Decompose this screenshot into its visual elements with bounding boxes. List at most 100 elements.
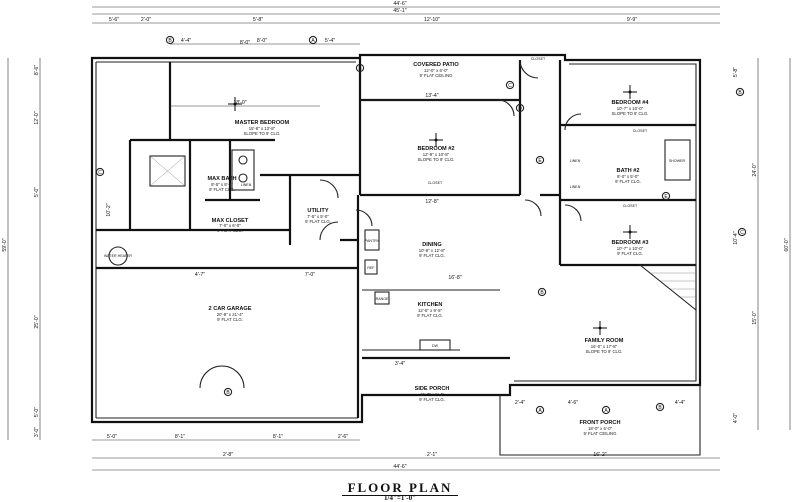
covered-patio-ceiling: 9' FLAT CEILING bbox=[420, 73, 454, 78]
utility-size: 7'-5" x 5'-0" bbox=[307, 214, 329, 219]
dining-name: DINING bbox=[422, 242, 442, 248]
kitchen-name: KITCHEN bbox=[418, 302, 443, 308]
grid-marker-top-3: B bbox=[355, 63, 365, 73]
family-room-ceiling: SLOPE TO 9' CLG. bbox=[586, 349, 623, 354]
svg-text:C: C bbox=[740, 230, 744, 236]
grid-marker-right-3: E bbox=[661, 191, 671, 201]
left-dim-4: 10'-2" bbox=[106, 203, 112, 216]
grid-marker-top-1: B bbox=[165, 35, 175, 45]
left-dim-7: 3'-0" bbox=[34, 427, 40, 437]
ceiling-fan-icon bbox=[623, 225, 637, 239]
grid-marker-left-1: C bbox=[95, 167, 105, 177]
bedroom-2-size: 12'-9" x 10'-8" bbox=[423, 152, 450, 157]
max-closet-ceiling: 9' FLAT CLG. bbox=[217, 228, 243, 233]
bottom-dim-2: 8'-1" bbox=[175, 434, 185, 440]
shower-label: SHOWER bbox=[669, 159, 686, 163]
svg-text:B: B bbox=[738, 90, 742, 96]
bedroom-4-size: 10'-7" x 10'-0" bbox=[617, 106, 644, 111]
ceiling-fan-icon bbox=[228, 97, 242, 111]
family-room-name: FAMILY ROOM bbox=[585, 338, 624, 344]
interior-dim-1: 18'-0" bbox=[233, 100, 246, 106]
left-dim-5: 25'-0" bbox=[34, 315, 40, 328]
grid-marker-bottom-4: B bbox=[537, 287, 547, 297]
left-dim-3: 5'-0" bbox=[34, 187, 40, 197]
left-dimension-lines: 59'-0" 8'-6" 12'-0" 5'-0" 10'-2" 25'-0" … bbox=[2, 58, 112, 440]
svg-text:B: B bbox=[540, 290, 544, 296]
interior-dim-3: 12'-8" bbox=[425, 199, 438, 205]
interior-walls bbox=[96, 58, 697, 418]
interior-dim-10: 3'-4" bbox=[395, 361, 405, 367]
pantry-label: PANTRY bbox=[365, 239, 380, 243]
master-bedroom-ceiling: SLOPE TO 9' CLG. bbox=[244, 131, 281, 136]
closet-label-bed4: CLOSET bbox=[633, 129, 648, 133]
exterior-walls bbox=[90, 53, 702, 456]
bottom-overall-dim: 44'-6" bbox=[393, 464, 406, 470]
bedroom-3-size: 10'-7" x 10'-0" bbox=[617, 246, 644, 251]
interior-dim-4: 4'-7" bbox=[195, 272, 205, 278]
door-swings bbox=[199, 59, 582, 389]
ceiling-fan-icon bbox=[623, 85, 637, 99]
left-dim-1: 8'-6" bbox=[34, 65, 40, 75]
interior-dim-6: 16'-8" bbox=[448, 275, 461, 281]
grid-markers: B A B C D E C B B C E A A B B bbox=[95, 35, 747, 415]
grid-marker-top-6: E bbox=[535, 155, 545, 165]
interior-dim-2: 13'-4" bbox=[425, 93, 438, 99]
front-porch-ceiling: 9' FLAT CEILING bbox=[584, 431, 618, 436]
bottom-dim-4: 2'-6" bbox=[338, 434, 348, 440]
svg-text:B: B bbox=[226, 390, 230, 396]
side-porch-name: SIDE PORCH bbox=[415, 386, 450, 392]
side-porch-size: 11'-7" x 6'-4" bbox=[420, 392, 444, 397]
closet-label-bed2: CLOSET bbox=[428, 181, 443, 185]
grid-marker-top-4: C bbox=[505, 80, 515, 90]
bath-2-name: BATH #2 bbox=[617, 168, 640, 174]
top-dim-4: 12'-10" bbox=[424, 17, 440, 23]
dishwasher-label: DW bbox=[432, 344, 439, 348]
bath-2-ceiling: 9' FLAT CLG. bbox=[615, 179, 641, 184]
interior-dim-5: 7'-0" bbox=[305, 272, 315, 278]
svg-text:B: B bbox=[168, 38, 172, 44]
interior-dimensions: 18'-0" 13'-4" 12'-8" 4'-7" 7'-0" 16'-8" … bbox=[170, 40, 685, 406]
linen-label-3: LINEN bbox=[570, 159, 581, 163]
svg-text:D: D bbox=[518, 106, 522, 112]
grid-marker-bottom-1: A bbox=[535, 405, 545, 415]
right-dim-1: 5'-8" bbox=[733, 67, 739, 77]
right-overall-dim: 60'-0" bbox=[784, 238, 790, 251]
bottom-dim-1: 5'-0" bbox=[107, 434, 117, 440]
left-dim-2: 12'-0" bbox=[34, 111, 40, 124]
room-labels: MASTER BEDROOM 15'-8" x 13'-8" SLOPE TO … bbox=[207, 62, 649, 436]
grid-marker-bottom-3: B bbox=[655, 402, 665, 412]
right-dim-4: 15'-0" bbox=[752, 311, 758, 324]
svg-text:C: C bbox=[98, 170, 102, 176]
bedroom-2-ceiling: SLOPE TO 9' CLG. bbox=[418, 157, 455, 162]
max-bath-size: 8'-5" x 8'-4" bbox=[211, 182, 233, 187]
bottom-dimension-lines: 5'-0" 8'-1" 8'-1" 2'-6" 2'-8" 2'-1" 16'-… bbox=[92, 434, 720, 471]
master-bedroom-size: 15'-8" x 13'-8" bbox=[249, 126, 276, 131]
grid-marker-top-2: A bbox=[308, 35, 318, 45]
top-dim-6: 4'-4" bbox=[181, 38, 191, 44]
grid-marker-bottom-2: A bbox=[601, 405, 611, 415]
utility-name: UTILITY bbox=[307, 208, 328, 214]
top-dim-2: 2'-0" bbox=[141, 17, 151, 23]
svg-text:C: C bbox=[508, 83, 512, 89]
linen-label-1: LINEN bbox=[241, 183, 252, 187]
utility-ceiling: 9' FLAT CLG. bbox=[305, 219, 331, 224]
max-bath-ceiling: 9' FLAT CLG. bbox=[209, 187, 235, 192]
top-dim-3: 5'-8" bbox=[253, 17, 263, 23]
right-dim-2: 24'-0" bbox=[752, 163, 758, 176]
grid-marker-right-1: B bbox=[735, 87, 745, 97]
svg-text:E: E bbox=[664, 194, 668, 200]
bottom-dim-5: 2'-8" bbox=[223, 452, 233, 458]
closet-label-bed3: CLOSET bbox=[623, 204, 638, 208]
interior-dim-8: 4'-6" bbox=[568, 400, 578, 406]
interior-dim-9: 4'-4" bbox=[675, 400, 685, 406]
svg-text:A: A bbox=[538, 408, 542, 414]
drawing-title-text: FLOOR PLAN bbox=[341, 480, 459, 496]
right-dim-5: 4'-0" bbox=[733, 413, 739, 423]
left-overall-dim: 59'-0" bbox=[2, 238, 8, 251]
range-label: RANGE bbox=[376, 297, 389, 301]
left-dim-6: 5'-0" bbox=[34, 407, 40, 417]
master-bedroom-name: MASTER BEDROOM bbox=[235, 120, 290, 126]
dining-ceiling: 9' FLAT CLG. bbox=[419, 253, 445, 258]
garage-name: 2 CAR GARAGE bbox=[209, 306, 252, 312]
right-dimension-lines: 60'-0" 5'-8" 24'-0" 10'-4" 15'-0" 4'-0" bbox=[733, 58, 791, 430]
